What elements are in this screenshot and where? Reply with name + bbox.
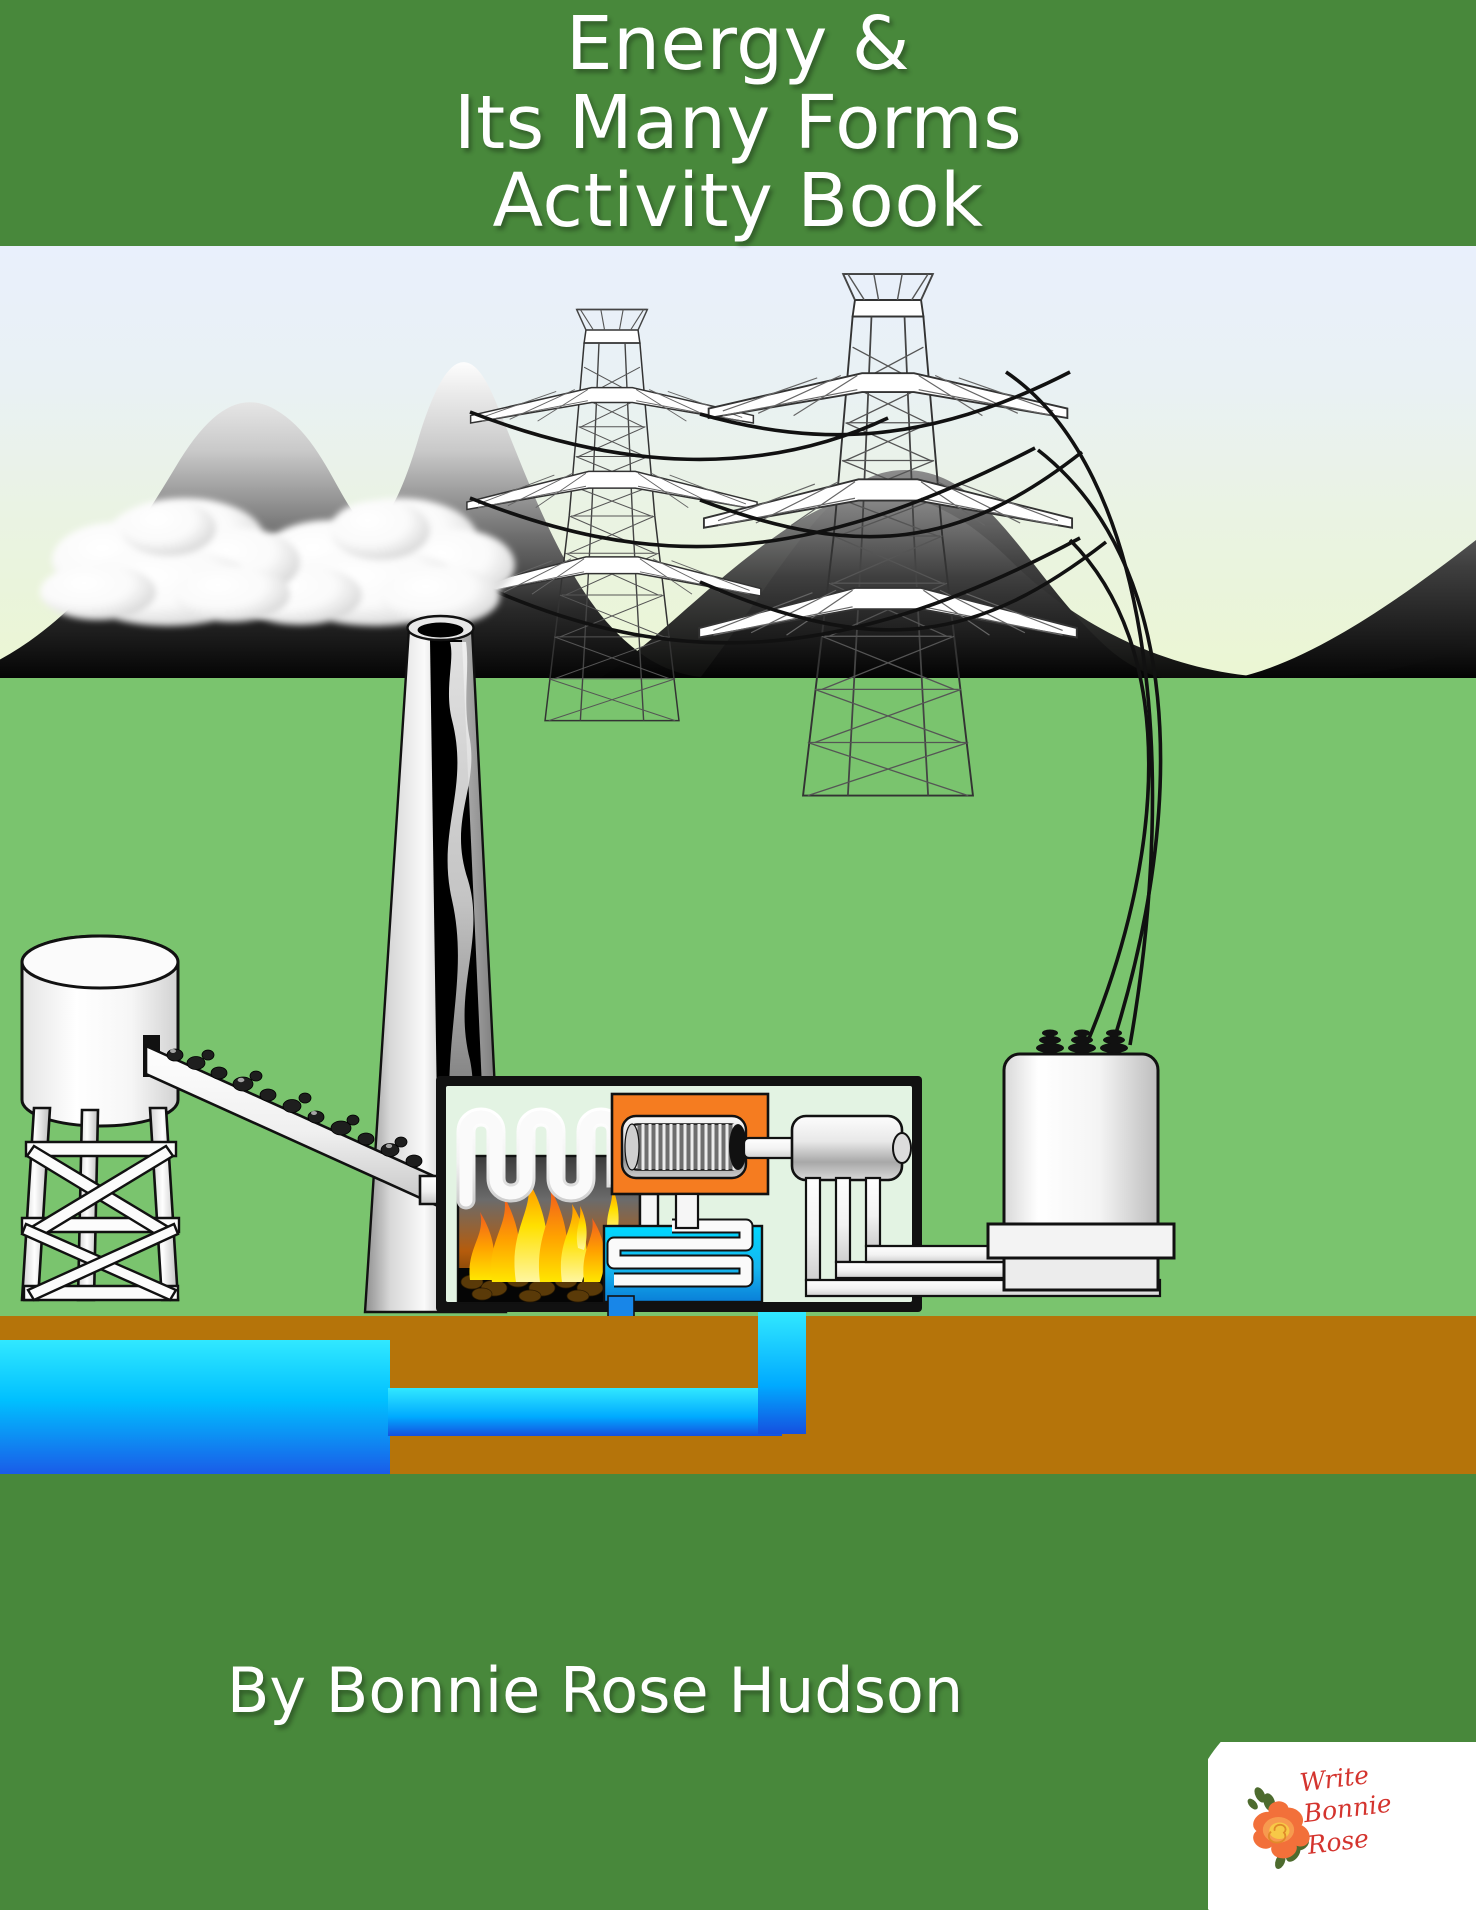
author-name: By Bonnie Rose Hudson xyxy=(226,1653,964,1727)
earth-ground xyxy=(0,1316,1476,1474)
grass-ground xyxy=(0,678,1476,1316)
book-title: Energy & Its Many Forms Activity Book xyxy=(453,1,1023,245)
title-band: Energy & Its Many Forms Activity Book xyxy=(0,0,1476,246)
sky-background xyxy=(0,246,1476,678)
